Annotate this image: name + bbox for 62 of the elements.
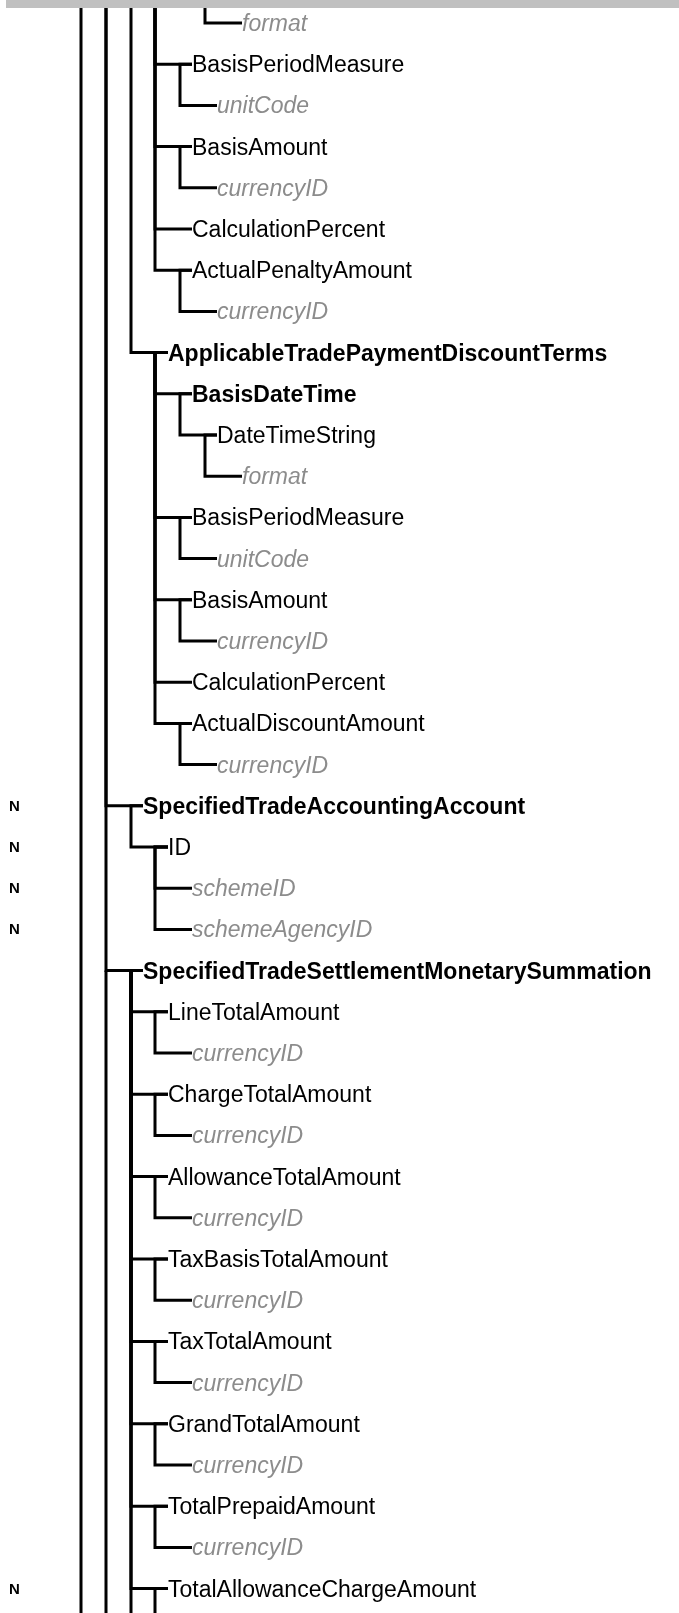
tree-item-label: currencyID — [192, 1204, 304, 1231]
tree-item-label: unitCode — [217, 92, 310, 119]
tree-connector — [178, 598, 217, 643]
tree-connector — [178, 268, 217, 313]
tree-item-label: GrandTotalAmount — [168, 1410, 360, 1437]
tree-item-label: unitCode — [217, 545, 310, 572]
tree-item-label: TaxBasisTotalAmount — [168, 1246, 388, 1272]
tree-item-label: BasisPeriodMeasure — [192, 51, 405, 78]
cardinality-label: N — [9, 1578, 20, 1599]
tree-item-label: schemeID — [192, 875, 296, 902]
tree-item-label: ActualPenaltyAmount — [192, 257, 412, 284]
tree-item-label: currencyID — [192, 1122, 304, 1149]
tree-item-label: currencyID — [217, 628, 329, 654]
tree-connector — [129, 969, 143, 1613]
tree-connector — [153, 1257, 192, 1302]
tree-connector — [153, 1175, 192, 1220]
cardinality-label: N — [9, 795, 20, 816]
tree-item-label: TaxTotalAmount — [168, 1328, 332, 1355]
tree-item-label: currencyID — [192, 1369, 304, 1396]
tree-item-label: BasisDateTime — [192, 380, 357, 407]
tree-item-label: schemeAgencyID — [192, 916, 373, 943]
tree-item-label: CalculationPercent — [192, 216, 386, 242]
tree-connector — [153, 1422, 192, 1467]
tree-connector — [178, 62, 217, 107]
tree-item-label: format — [242, 463, 308, 490]
tree-item-label: LineTotalAmount — [168, 998, 340, 1025]
tree-item-label: TotalAllowanceChargeAmount — [168, 1575, 477, 1602]
tree-item-label: currencyID — [217, 751, 329, 778]
tree-item-label: currencyID — [192, 1040, 304, 1066]
tree-item-label: DateTimeString — [217, 422, 376, 448]
tree-item-label: SpecifiedTradeAccountingAccount — [143, 792, 526, 819]
tree-connector — [153, 1587, 168, 1613]
tree-item-label: format — [242, 10, 308, 36]
tree-item-label: SpecifiedTradeSettlementMonetarySummation — [143, 957, 652, 984]
tree-item-label: ActualDiscountAmount — [192, 710, 425, 737]
tree-item-label: BasisAmount — [192, 133, 328, 160]
tree-connector — [153, 845, 192, 931]
tree-connector — [178, 721, 217, 767]
tree-item-label: currencyID — [192, 1534, 304, 1561]
cardinality-label: N — [9, 919, 20, 940]
tree-item-label: BasisAmount — [192, 586, 328, 613]
tree-connector — [178, 145, 217, 190]
tree-item-label: BasisPeriodMeasure — [192, 504, 405, 531]
cardinality-label: N — [9, 837, 20, 857]
tree-item-label: ApplicableTradePaymentDiscountTerms — [168, 339, 608, 366]
tree-item-label: currencyID — [192, 1452, 304, 1478]
tree-item-label: currencyID — [192, 1287, 304, 1314]
tree-connector — [153, 1339, 192, 1385]
cardinality-label: N — [9, 878, 20, 899]
tree-connector — [178, 515, 217, 561]
tree-connector — [153, 1092, 192, 1137]
tree-connector — [153, 1504, 192, 1549]
tree-connector — [203, 8, 242, 25]
tree-item-label: currencyID — [217, 298, 329, 325]
tree-item-label: ChargeTotalAmount — [168, 1081, 372, 1108]
tree-item-label: ID — [168, 834, 191, 860]
tree-item-label: TotalPrepaidAmount — [168, 1493, 376, 1520]
tree-item-label: currencyID — [217, 174, 329, 201]
tree-item-label: CalculationPercent — [192, 669, 386, 696]
tree-connector — [203, 433, 242, 478]
tree-item-label: AllowanceTotalAmount — [168, 1163, 401, 1190]
tree-connector — [153, 1010, 192, 1055]
